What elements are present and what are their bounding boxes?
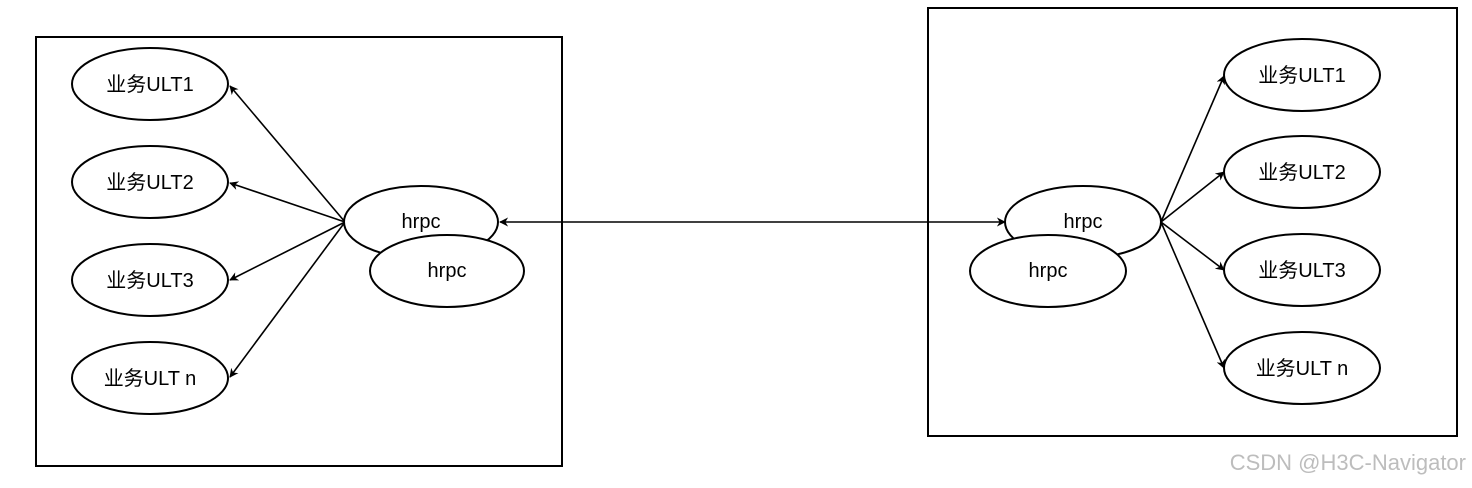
edge-right-ult3 xyxy=(1160,221,1225,271)
edge-left-ult3 xyxy=(229,221,346,281)
left-hrpc-back: hrpc xyxy=(369,234,525,308)
left-hrpc-front-label: hrpc xyxy=(402,211,441,233)
right-ult-3-label: 业务ULT3 xyxy=(1258,259,1345,282)
right-ult-2-label: 业务ULT2 xyxy=(1258,161,1345,184)
edge-left-ultn xyxy=(229,221,346,378)
edge-right-ultn xyxy=(1160,221,1225,369)
left-ult-n-label: 业务ULT n xyxy=(104,367,197,390)
right-ult-3: 业务ULT3 xyxy=(1223,233,1381,307)
left-hrpc-back-label: hrpc xyxy=(428,260,467,282)
left-ult-n: 业务ULT n xyxy=(71,341,229,415)
left-ult-1-label: 业务ULT1 xyxy=(106,73,193,96)
right-ult-2: 业务ULT2 xyxy=(1223,135,1381,209)
left-ult-2: 业务ULT2 xyxy=(71,145,229,219)
right-hrpc-back: hrpc xyxy=(969,234,1127,308)
edge-right-ult1 xyxy=(1160,75,1225,223)
watermark: CSDN @H3C-Navigator xyxy=(1230,450,1466,475)
edge-left-ult1 xyxy=(229,85,346,223)
right-edges xyxy=(1160,75,1225,369)
right-ult-1: 业务ULT1 xyxy=(1223,38,1381,112)
right-ult-n-label: 业务ULT n xyxy=(1256,357,1349,380)
right-ult-n: 业务ULT n xyxy=(1223,331,1381,405)
right-ult-1-label: 业务ULT1 xyxy=(1258,64,1345,87)
edge-right-ult2 xyxy=(1160,171,1225,223)
edge-left-ult2 xyxy=(229,181,346,223)
left-edges xyxy=(229,85,346,378)
left-ult-3-label: 业务ULT3 xyxy=(106,269,193,292)
right-hrpc-front-label: hrpc xyxy=(1064,211,1103,233)
right-hrpc-back-label: hrpc xyxy=(1029,260,1068,282)
left-ult-3: 业务ULT3 xyxy=(71,243,229,317)
left-container xyxy=(35,36,563,467)
left-ult-1: 业务ULT1 xyxy=(71,47,229,121)
left-ult-2-label: 业务ULT2 xyxy=(106,171,193,194)
